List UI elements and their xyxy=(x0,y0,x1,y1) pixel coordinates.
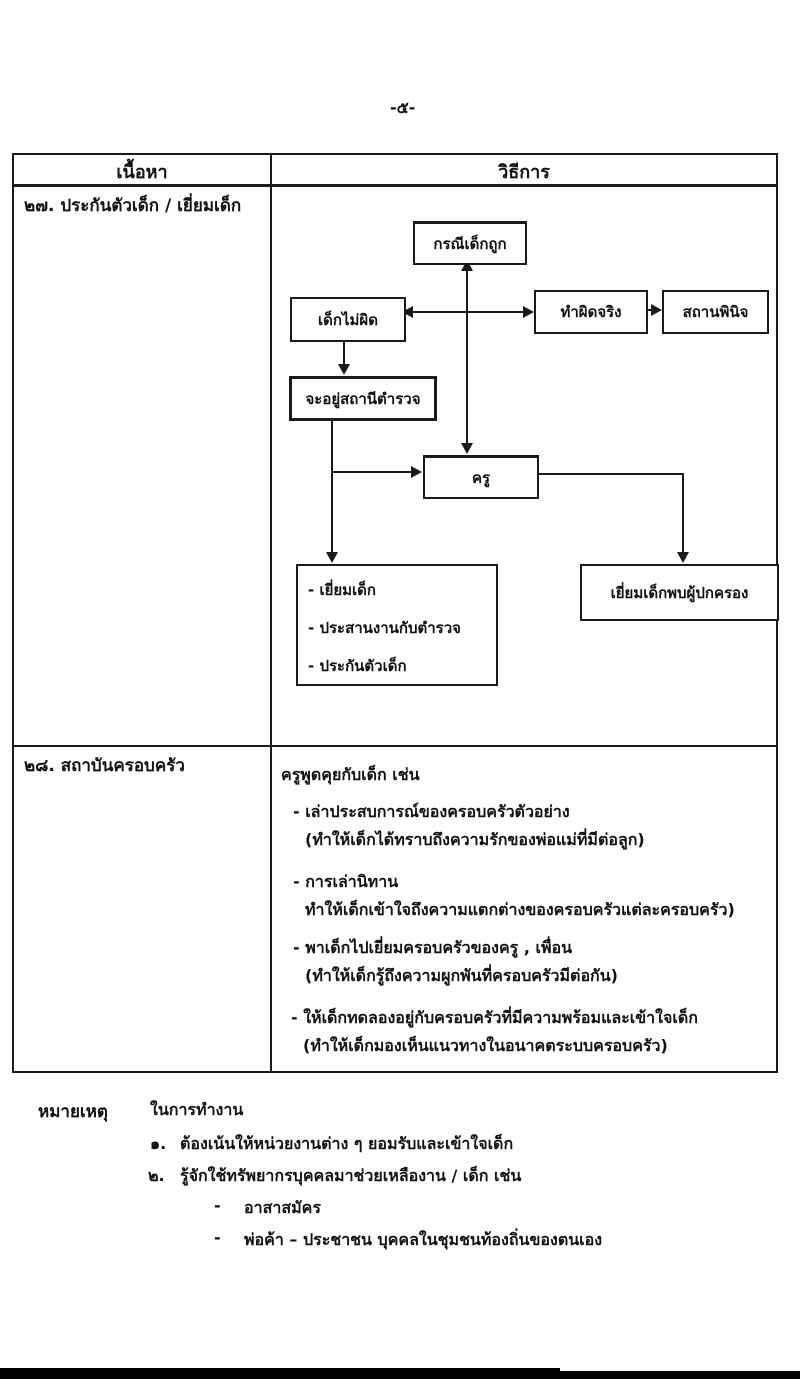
flow-box-police-station: จะอยู่สถานีตำรวจ xyxy=(289,376,437,421)
flow-box-teacher-actions: - เยี่ยมเด็ก - ประสานงานกับตำรวจ - ประกั… xyxy=(296,564,498,686)
method-intro: ครูพูดคุยกับเด็ก เช่น xyxy=(281,765,420,784)
arrow-branch-teacher-head xyxy=(411,466,422,478)
method-item-line: (ทำให้เด็กได้ทราบถึงความรักของพ่อแม่ที่ม… xyxy=(305,830,645,849)
footnote-sub-item: อาสาสมัคร xyxy=(244,1198,321,1217)
page-number: -๕- xyxy=(390,98,416,117)
footnote-sub-bullet: - xyxy=(214,1228,221,1247)
method-item-line: - เล่าประสบการณ์ของครอบครัวตัวอย่าง xyxy=(293,802,570,821)
action-item: - ประสานงานกับตำรวจ xyxy=(308,619,461,637)
method-item-line: - ให้เด็กทดลองอยู่กับครอบครัวที่มีความพร… xyxy=(291,1008,698,1027)
scan-edge-artifact xyxy=(0,1368,560,1372)
footnote-label: หมายเหตุ xyxy=(38,1102,108,1122)
row-27-label: ๒๗. ประกันตัวเด็ก / เยี่ยมเด็ก xyxy=(24,196,242,216)
arrow-notguilty-police-line xyxy=(343,339,345,366)
row-divider xyxy=(14,745,776,747)
arrow-case-teacher-head-up xyxy=(461,260,473,271)
method-item-line: - พาเด็กไปเยี่ยมครอบครัวของครู , เพื่อน xyxy=(293,938,573,957)
arrow-teacher-guardian-vline xyxy=(682,473,684,553)
flow-box-visit-guardian: เยี่ยมเด็กพบผู้ปกครอง xyxy=(580,564,779,621)
method-item-line: - การเล่านิทาน xyxy=(293,872,399,891)
column-divider xyxy=(270,155,272,1071)
flow-box-case: กรณีเด็กถูก xyxy=(413,221,527,265)
flow-box-detention: สถานพินิจ xyxy=(662,290,769,334)
arrow-guilty-detention-line xyxy=(645,309,653,311)
arrow-police-actions-line xyxy=(331,416,333,553)
flow-box-not-guilty: เด็กไม่ผิด xyxy=(290,297,406,342)
footnote-sub-bullet: - xyxy=(214,1196,221,1215)
arrow-notguilty-police-head xyxy=(338,364,350,375)
row-28-label: ๒๘. สถาบันครอบครัว xyxy=(24,756,185,776)
arrow-teacher-guardian-hline xyxy=(537,473,684,475)
arrow-police-actions-head xyxy=(326,552,338,563)
arrow-teacher-guardian-head xyxy=(677,552,689,563)
header-divider xyxy=(14,184,776,187)
method-item-line: ทำให้เด็กเข้าใจถึงความแตกต่างของครอบครัว… xyxy=(305,900,735,919)
scan-edge-artifact xyxy=(0,1371,800,1379)
arrow-case-teacher-line xyxy=(466,262,468,445)
footnote-item-num: ๒. xyxy=(148,1166,165,1185)
header-method: วิธีการ xyxy=(498,161,550,183)
flow-box-guilty: ทำผิดจริง xyxy=(534,290,648,334)
footnote-item-num: ๑. xyxy=(150,1134,167,1153)
footnote-item-text: ต้องเน้นให้หน่วยงานต่าง ๆ ยอมรับและเข้าใ… xyxy=(180,1134,514,1153)
flow-box-teacher: ครู xyxy=(423,455,539,499)
arrow-notguilty-guilty-head-left xyxy=(402,306,413,318)
arrow-notguilty-guilty-head-right xyxy=(523,306,534,318)
method-item-line: (ทำให้เด็กมองเห็นแนวทางในอนาคตระบบครอบคร… xyxy=(303,1036,668,1055)
action-item: - เยี่ยมเด็ก xyxy=(308,581,376,599)
action-item: - ประกันตัวเด็ก xyxy=(308,657,407,675)
footnote-sub-item: พ่อค้า – ประชาชน บุคคลในชุมชนท้องถิ่นของ… xyxy=(244,1230,603,1249)
footnote-item-text: รู้จักใช้ทรัพยากรบุคคลมาช่วยเหลืองาน / เ… xyxy=(180,1166,522,1185)
method-item-line: (ทำให้เด็กรู้ถึงความผูกพันที่ครอบครัวมีต… xyxy=(305,966,618,985)
footnote-title: ในการทำงาน xyxy=(150,1100,244,1119)
arrow-guilty-detention-head xyxy=(651,304,662,316)
arrow-case-teacher-head-down xyxy=(461,443,473,454)
arrow-notguilty-guilty-line xyxy=(412,311,524,313)
arrow-branch-teacher-line xyxy=(332,471,412,473)
header-content: เนื้อหา xyxy=(116,161,168,183)
